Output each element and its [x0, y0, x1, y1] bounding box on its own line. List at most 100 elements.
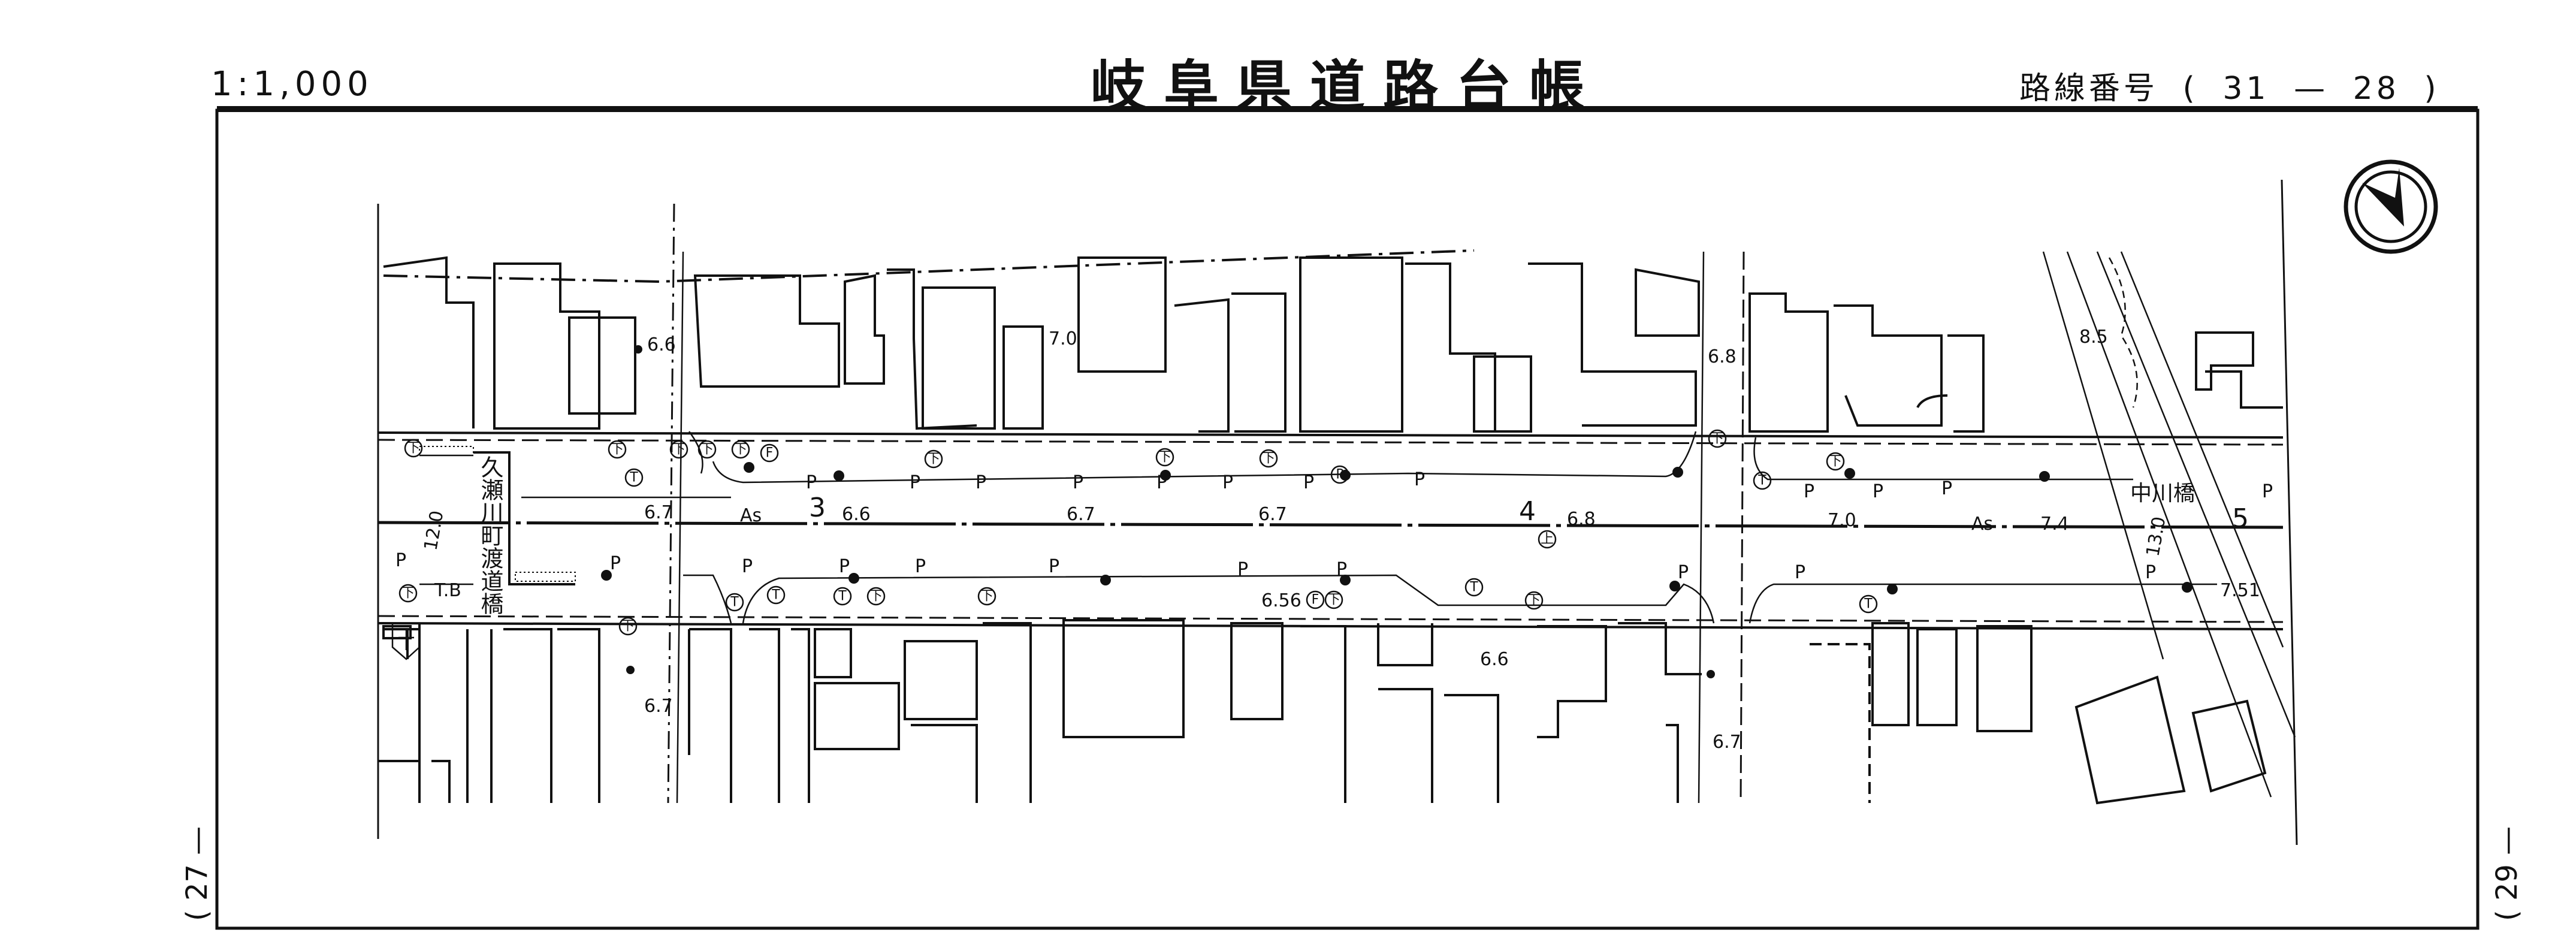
svg-text:下: 下 — [700, 442, 714, 457]
road-label: 6.7 — [1258, 504, 1287, 525]
parking-label: P — [1049, 556, 1059, 577]
elevation-label: 6.56 — [1261, 590, 1301, 611]
road-width-label: 13.0 — [2142, 515, 2170, 558]
parking-label: P — [610, 553, 621, 574]
sewer-manhole-icon: 下 — [697, 440, 717, 459]
route-paren-open: ( — [2182, 71, 2198, 107]
sewer-manhole-icon: 下 — [731, 440, 750, 459]
telecom-manhole-icon: T — [624, 468, 644, 487]
parking-label: P — [2145, 562, 2156, 583]
telecom-manhole-icon: T — [1464, 578, 1484, 597]
north-arrow-icon — [2344, 159, 2438, 254]
parking-label: P — [395, 550, 406, 571]
svg-text:F: F — [1312, 593, 1319, 608]
elevation-label: 6.6 — [1480, 649, 1509, 670]
shrine-icon — [391, 622, 421, 660]
route-number-major: 31 — [2222, 71, 2270, 107]
road-label: 6.8 — [1567, 509, 1596, 530]
svg-text:下: 下 — [401, 586, 415, 601]
water-valve-icon: 上 — [1538, 530, 1557, 549]
svg-text:下: 下 — [1527, 593, 1541, 608]
svg-text:下: 下 — [927, 452, 940, 467]
scale-label: 1:1,000 — [211, 65, 373, 104]
parking-label: P — [1222, 472, 1233, 493]
parking-label: P — [742, 556, 753, 577]
elevation-label: 6.6 — [647, 334, 676, 355]
svg-text:T: T — [1864, 597, 1873, 612]
bridge-name-nakagawa: 中川橋 — [2130, 481, 2195, 506]
utility-poles — [601, 345, 2193, 678]
elevation-label: 6.8 — [1708, 346, 1737, 367]
road-label: 7.0 — [1828, 510, 1856, 531]
svg-text:下: 下 — [1711, 431, 1724, 446]
parking-label: P — [1414, 469, 1425, 490]
fire-hydrant-icon: F — [760, 443, 779, 463]
road-label: 7.4 — [2040, 514, 2069, 535]
telecom-manhole-icon: T — [833, 587, 852, 606]
parking-label: P — [1303, 472, 1314, 493]
sewer-manhole-icon: 下 — [398, 584, 418, 603]
parking-label: P — [806, 472, 817, 493]
road-label: 6.7 — [644, 502, 673, 523]
station-number: 4 — [1519, 496, 1536, 527]
sheet-frame — [215, 108, 2480, 930]
parking-label: P — [839, 556, 850, 577]
route-number: 路線番号 ( 31 — 28 ) — [2019, 63, 2451, 108]
sewer-manhole-icon: 下 — [1324, 590, 1343, 609]
svg-text:T: T — [730, 595, 739, 610]
station-number: 5 — [2232, 503, 2249, 534]
parking-label: P — [1678, 562, 1689, 583]
pavement-label: As — [1971, 514, 1993, 535]
parking-label: P — [2262, 481, 2273, 502]
svg-text:下: 下 — [1829, 454, 1842, 469]
svg-text:下: 下 — [1327, 593, 1340, 608]
parking-label: P — [1795, 562, 1805, 583]
utility-symbols: 下 下 T 下 下 下 F 下 下 下 P 下 T 下 上 下 T T T 下 … — [398, 429, 1878, 636]
sewer-manhole-icon: 下 — [669, 440, 688, 459]
parking-label: P — [1237, 559, 1248, 580]
svg-text:下: 下 — [407, 441, 420, 456]
elevation-label: 7.51 — [2220, 580, 2260, 601]
sewer-manhole-icon: 下 — [608, 440, 627, 459]
route-number-minor: 28 — [2352, 71, 2400, 107]
pavement-label: As — [740, 505, 762, 526]
fire-hydrant-icon: F — [1306, 590, 1325, 609]
telecom-manhole-icon: T — [1753, 471, 1772, 490]
svg-text:下: 下 — [1158, 450, 1171, 465]
telecom-manhole-icon: T — [766, 585, 786, 605]
svg-text:T: T — [771, 588, 780, 603]
parking-label: P — [1804, 481, 1814, 502]
sewer-manhole-icon: 下 — [618, 617, 638, 636]
svg-text:下: 下 — [672, 442, 685, 457]
svg-text:下: 下 — [869, 589, 883, 604]
buildings-south — [378, 619, 2267, 805]
parking-label: P — [976, 472, 986, 493]
sewer-manhole-icon: 下 — [924, 449, 943, 469]
elevation-label: 7.0 — [1049, 328, 1077, 349]
parking-labels: P P P P P P P P P P P P P P P P P P P P … — [395, 469, 2273, 583]
parking-label: P — [1873, 481, 1883, 502]
kusegawa-bridge — [419, 446, 576, 585]
svg-text:T: T — [1469, 580, 1478, 595]
svg-text:上: 上 — [1541, 532, 1554, 547]
telecom-manhole-icon: T — [725, 593, 744, 612]
elevation-label: 6.7 — [1713, 732, 1741, 753]
svg-text:下: 下 — [734, 442, 747, 457]
sewer-manhole-icon: 下 — [1708, 429, 1727, 448]
svg-text:T: T — [1757, 473, 1766, 488]
svg-text:下: 下 — [980, 589, 993, 604]
road-centerline — [378, 521, 2284, 529]
sewer-manhole-icon: 下 — [404, 439, 423, 458]
parking-label: P — [1073, 472, 1083, 493]
parking-label: P — [910, 472, 920, 493]
elevation-labels: 6.6 7.0 6.8 8.5 6.7 As 3 6.6 6.7 6.7 4 6… — [420, 327, 2260, 753]
parking-label: P — [915, 556, 926, 577]
buildings-north — [383, 256, 2283, 433]
sewer-manhole-icon: 下 — [866, 587, 886, 606]
sewer-manhole-icon: 下 — [1524, 591, 1544, 610]
station-number: 3 — [809, 493, 826, 523]
svg-text:F: F — [766, 446, 774, 461]
svg-text:T: T — [838, 589, 847, 604]
route-paren-close: ) — [2424, 71, 2440, 107]
